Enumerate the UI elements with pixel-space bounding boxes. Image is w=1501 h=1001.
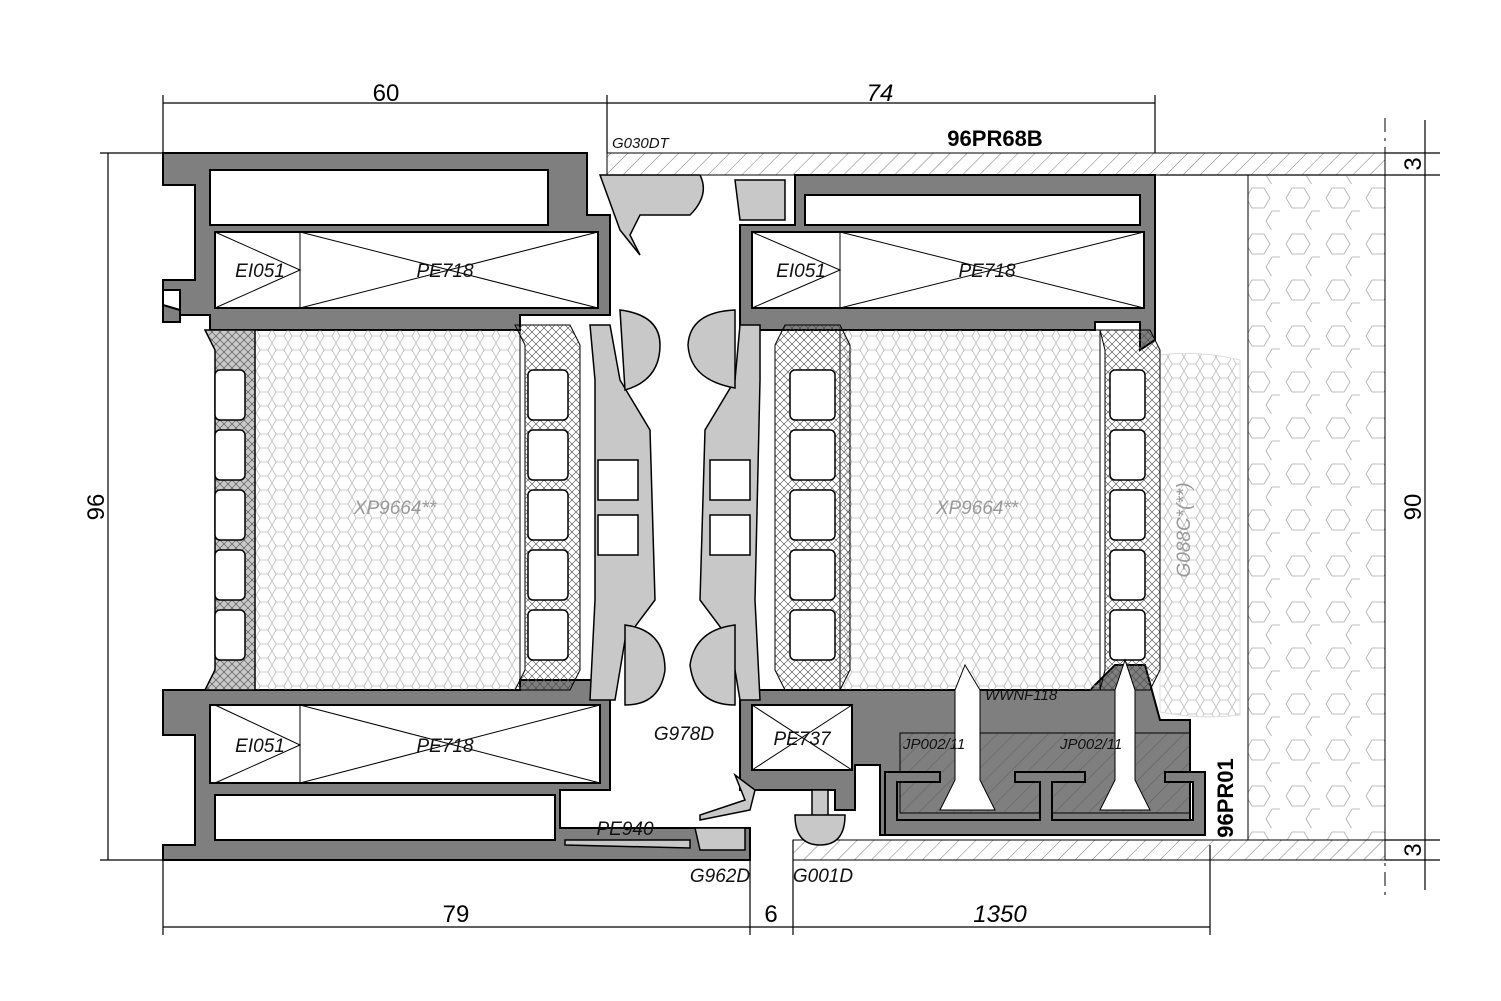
insulation-right	[839, 329, 1101, 691]
dim-top-left: 60	[373, 80, 400, 107]
bulb-gasket-left-bottom	[624, 624, 666, 706]
seal-foam	[1159, 352, 1241, 718]
label-center-gasket: G978D	[654, 724, 714, 745]
bulb-gasket-right-top	[687, 309, 736, 389]
label-insert-left-top-a: EI051	[235, 261, 285, 282]
label-seal-right: G088C*(**)	[1174, 482, 1195, 577]
strip-chambers-left	[214, 369, 569, 661]
bulb-gasket-right-bottom	[689, 624, 736, 706]
label-insert-left-top-b: PE718	[416, 261, 473, 282]
dim-right-middle: 90	[1400, 494, 1427, 521]
dim-right-bottom: 3	[1400, 843, 1427, 856]
label-bottom-gasket-left: G962D	[690, 866, 750, 887]
dim-bottom-right: 1350	[973, 901, 1027, 928]
bottom-hatched-band	[792, 839, 1386, 861]
panel-core	[1247, 174, 1386, 841]
label-insert-bottom-right: PE737	[773, 729, 831, 750]
label-insulation-left: XP9664**	[353, 498, 437, 519]
top-gasket-g030dt	[598, 174, 705, 256]
label-top-profile: 96PR68B	[947, 126, 1042, 151]
center-chambers-left	[597, 459, 639, 556]
label-bottom-profile: 96PR01	[1213, 758, 1238, 838]
bulb-gasket-left-top	[619, 309, 661, 391]
bottom-insert-pe940	[564, 839, 691, 849]
label-block-a: JP002/11	[902, 736, 965, 753]
label-insulation-right: XP9664**	[935, 498, 1019, 519]
insulation-left	[254, 329, 521, 691]
label-block-b: JP002/11	[1059, 736, 1122, 753]
label-insert-left-bottom-b: PE718	[416, 736, 473, 757]
label-bottom-insert: PE940	[596, 819, 653, 840]
label-bottom-gasket-right: G001D	[793, 866, 853, 887]
bottom-track-profile	[884, 658, 1206, 836]
dim-top-right: 74	[867, 80, 894, 107]
label-screw: WWNF118	[985, 687, 1058, 704]
dim-bottom-gap: 6	[764, 901, 777, 928]
left-frame-profile	[162, 152, 751, 861]
strip-chambers-right	[789, 369, 1146, 661]
center-strip-right	[699, 324, 761, 701]
bottom-gasket-g001d	[794, 789, 846, 846]
label-insert-right-top-a: EI051	[776, 261, 826, 282]
top-hatched-band	[606, 152, 1386, 176]
dim-bottom-left: 79	[443, 901, 470, 928]
top-gasket-right	[734, 179, 786, 221]
label-insert-right-top-b: PE718	[958, 261, 1015, 282]
center-chambers-right	[709, 459, 751, 556]
label-insert-left-bottom-a: EI051	[235, 736, 285, 757]
dim-left-height: 96	[83, 494, 110, 521]
label-top-gasket: G030DT	[612, 135, 671, 152]
dim-right-top: 3	[1400, 157, 1427, 170]
bottom-gasket-g962d	[694, 772, 756, 851]
